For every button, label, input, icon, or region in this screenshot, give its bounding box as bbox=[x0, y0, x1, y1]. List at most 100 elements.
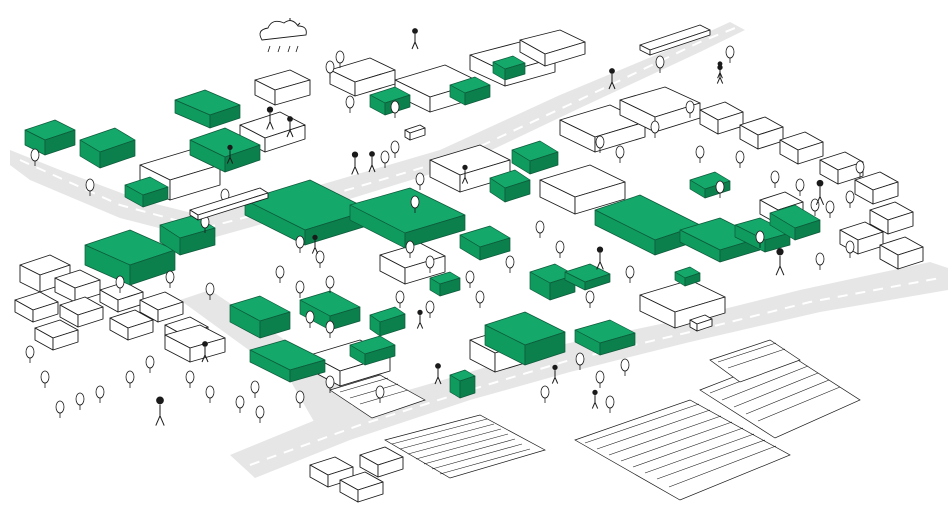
tree-icon bbox=[95, 385, 105, 403]
tree-icon bbox=[795, 178, 805, 196]
person-icon bbox=[551, 364, 559, 384]
tree-icon bbox=[55, 400, 65, 418]
tree-icon bbox=[165, 270, 175, 288]
field-plot bbox=[709, 339, 801, 383]
tree-icon bbox=[325, 375, 335, 393]
truck-icon bbox=[689, 314, 713, 332]
tree-icon bbox=[345, 95, 355, 113]
field-bottom-center bbox=[384, 414, 546, 479]
tree-icon bbox=[735, 150, 745, 168]
train bbox=[189, 187, 269, 221]
tree-icon bbox=[815, 252, 825, 270]
green-block-central bbox=[84, 140, 559, 286]
person-icon bbox=[201, 341, 209, 363]
person-icon bbox=[351, 151, 359, 175]
tree-icon bbox=[595, 370, 605, 388]
person-icon bbox=[226, 144, 234, 164]
tree-icon bbox=[540, 385, 550, 403]
tree-icon bbox=[810, 198, 820, 216]
tree-icon bbox=[115, 275, 125, 293]
person-icon bbox=[155, 396, 165, 426]
person-icon bbox=[596, 246, 604, 270]
tree-icon bbox=[715, 180, 725, 198]
house-cluster-bottom bbox=[164, 324, 404, 503]
tree-icon bbox=[395, 290, 405, 308]
house-cluster-right bbox=[699, 101, 924, 270]
person-icon bbox=[266, 106, 274, 130]
tree-icon bbox=[620, 358, 630, 376]
field-bottom-right bbox=[574, 399, 791, 501]
vehicles bbox=[189, 24, 713, 332]
tree-icon bbox=[505, 255, 515, 273]
tree-icon bbox=[305, 310, 315, 328]
tree-icon bbox=[845, 240, 855, 258]
green-block-upper-left bbox=[24, 89, 261, 208]
person-icon bbox=[815, 179, 825, 205]
tree-icon bbox=[205, 282, 215, 300]
tree-icon bbox=[465, 270, 475, 288]
tree-icon bbox=[295, 390, 305, 408]
tree-icon bbox=[85, 178, 95, 196]
truck-icon bbox=[404, 124, 426, 141]
tree-icon bbox=[825, 200, 835, 218]
tree-icon bbox=[40, 370, 50, 388]
tree-icon bbox=[30, 148, 40, 166]
field-mid-right bbox=[709, 339, 801, 383]
tree-icon bbox=[625, 265, 635, 283]
road-lower-lane bbox=[249, 277, 941, 466]
person-icon bbox=[717, 61, 723, 79]
tree-icon bbox=[390, 140, 400, 158]
tree-icon bbox=[325, 320, 335, 338]
tree-icon bbox=[235, 395, 245, 413]
tree-layer bbox=[25, 45, 865, 423]
person-icon bbox=[608, 68, 616, 90]
tree-icon bbox=[770, 170, 780, 188]
tree-icon bbox=[295, 235, 305, 253]
tree-icon bbox=[185, 370, 195, 388]
tree-icon bbox=[25, 345, 35, 363]
tree-icon bbox=[605, 395, 615, 413]
person-icon bbox=[591, 389, 599, 409]
person-icon bbox=[311, 234, 319, 254]
tree-icon bbox=[855, 160, 865, 178]
tree-icon bbox=[325, 60, 335, 78]
tree-icon bbox=[475, 290, 485, 308]
person-icon bbox=[461, 164, 469, 184]
tree-icon bbox=[125, 370, 135, 388]
tree-icon bbox=[695, 145, 705, 163]
cloud-icon bbox=[259, 20, 307, 41]
tree-icon bbox=[425, 255, 435, 273]
tree-icon bbox=[555, 240, 565, 258]
house-cluster-left bbox=[14, 254, 209, 351]
farm-fields bbox=[329, 339, 861, 501]
field-plot bbox=[574, 399, 791, 501]
tree-icon bbox=[425, 300, 435, 318]
road-lower bbox=[230, 262, 948, 478]
train bbox=[639, 24, 711, 56]
person-icon bbox=[411, 28, 419, 50]
tree-icon bbox=[575, 352, 585, 370]
tree-icon bbox=[405, 240, 415, 258]
tree-icon bbox=[410, 195, 420, 213]
green-block-right bbox=[594, 171, 821, 263]
tree-icon bbox=[255, 405, 265, 423]
person-icon bbox=[368, 151, 376, 173]
tree-icon bbox=[755, 230, 765, 248]
tree-icon bbox=[725, 45, 735, 63]
tree-icon bbox=[615, 145, 625, 163]
tree-icon bbox=[415, 172, 425, 190]
tree-icon bbox=[390, 100, 400, 118]
field-plot bbox=[384, 414, 546, 479]
road-upper-lane bbox=[19, 27, 736, 230]
tree-icon bbox=[335, 50, 345, 68]
rain-drops bbox=[267, 45, 299, 53]
tree-icon bbox=[595, 135, 605, 153]
tree-icon bbox=[145, 355, 155, 373]
person-icon bbox=[286, 116, 294, 138]
tree-icon bbox=[295, 280, 305, 298]
tree-icon bbox=[315, 250, 325, 268]
tree-icon bbox=[205, 385, 215, 403]
person-icon bbox=[716, 64, 724, 84]
